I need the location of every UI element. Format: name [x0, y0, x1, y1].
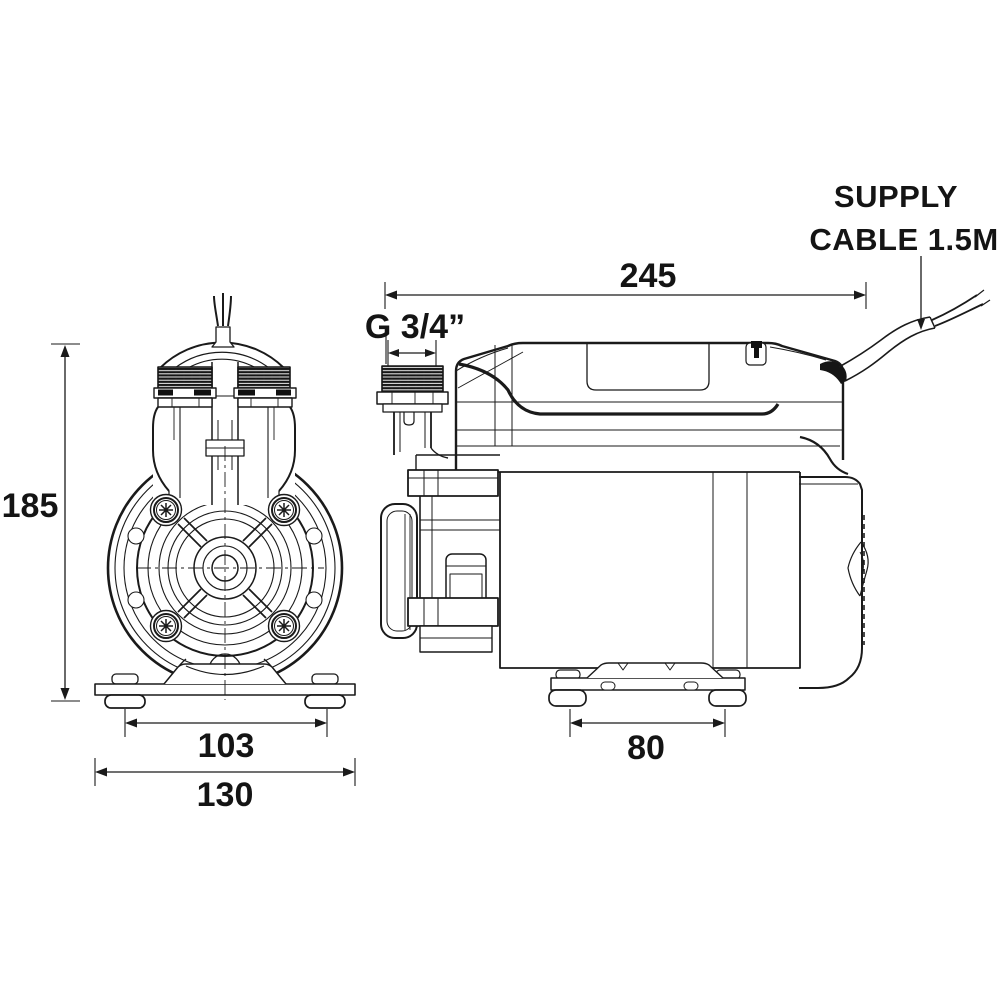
- front-screw-bosses: [149, 493, 301, 643]
- side-end-cap: [799, 476, 869, 689]
- thread-size-label: G 3/4”: [364, 308, 466, 346]
- dimension-thread: [387, 340, 437, 366]
- front-cable-wires: [213, 293, 232, 327]
- front-ribs: [177, 517, 273, 619]
- dimension-130: [94, 758, 356, 786]
- side-pump-head: [380, 454, 500, 653]
- dimension-103: [124, 709, 328, 737]
- front-threaded-ports: [153, 366, 297, 408]
- front-cable-gland: [211, 326, 235, 348]
- supply-cable-label-line2: CABLE 1.5M: [809, 222, 999, 257]
- supply-cable-label-line1: SUPPLY: [833, 179, 959, 214]
- dimension-label-245: 245: [619, 257, 677, 295]
- dimension-label-80: 80: [627, 729, 665, 767]
- dimension-label-185: 185: [1, 487, 59, 525]
- supply-cable: [820, 289, 991, 384]
- side-mounting-bracket: [548, 662, 747, 707]
- side-view: [376, 256, 991, 737]
- side-threaded-port: [376, 365, 449, 459]
- dimension-label-103: 103: [197, 727, 255, 765]
- side-handle-recess: [586, 343, 710, 391]
- dimension-label-130: 130: [196, 776, 254, 814]
- supply-cable-arrow: [917, 256, 925, 330]
- front-view: [51, 293, 356, 786]
- front-centerlines: [136, 446, 324, 700]
- dimension-185: [51, 343, 80, 702]
- dimension-245: [384, 282, 867, 364]
- dimension-80: [569, 709, 726, 737]
- side-cover-outline: [454, 341, 845, 472]
